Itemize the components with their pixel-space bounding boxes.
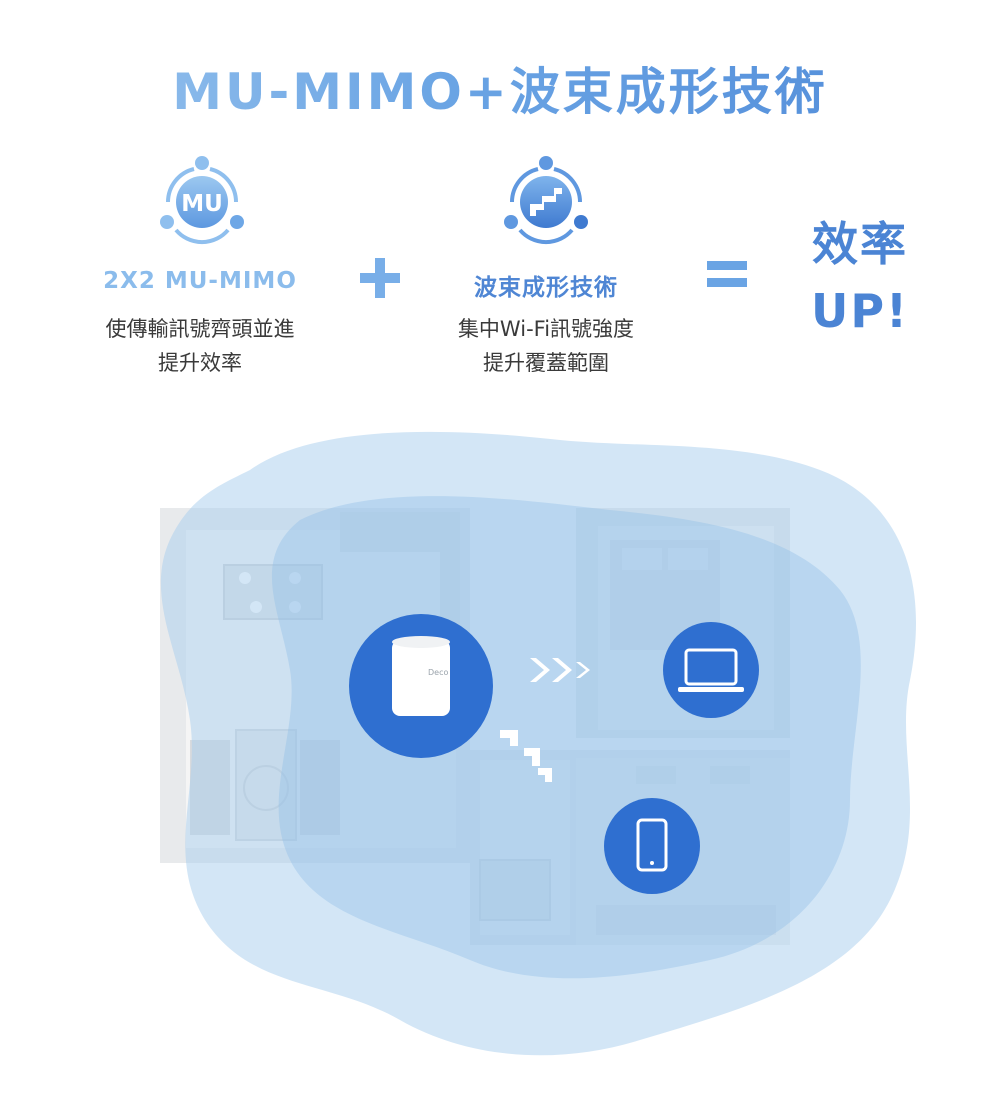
wifi-coverage-area (160, 431, 917, 1056)
page-title: MU-MIMO+波束成形技術 (0, 52, 1000, 124)
mu-icon-text: MU (181, 191, 223, 217)
router-logo: Deco (428, 668, 448, 677)
smartphone-icon (604, 798, 700, 894)
floor-plan-illustration: Deco (0, 400, 1000, 1100)
beam-arrows-right (530, 658, 590, 682)
desc-line: 提升覆蓋範圍 (483, 351, 609, 375)
feature-label-beamforming: 波束成形技術 (474, 275, 618, 301)
feature-desc-beamforming: 集中Wi-Fi訊號強度 提升覆蓋範圍 (416, 312, 676, 380)
desc-line: 集中Wi-Fi訊號強度 (457, 317, 635, 341)
mu-mimo-icon: MU (150, 150, 254, 254)
router: Deco (349, 614, 493, 758)
desc-line: 提升效率 (158, 351, 242, 375)
beam-steps-down (500, 730, 552, 782)
laptop-icon (663, 622, 759, 718)
beamforming-icon (494, 150, 598, 254)
feature-label-mu-mimo: 2X2 MU-MIMO (103, 268, 297, 294)
result-line-2: UP! (810, 284, 910, 338)
result-line-1: 效率 (812, 217, 908, 271)
desc-line: 使傳輸訊號齊頭並進 (105, 317, 295, 341)
equals-icon (705, 258, 749, 290)
plus-icon (358, 256, 402, 300)
feature-desc-mu-mimo: 使傳輸訊號齊頭並進 提升效率 (70, 312, 330, 380)
